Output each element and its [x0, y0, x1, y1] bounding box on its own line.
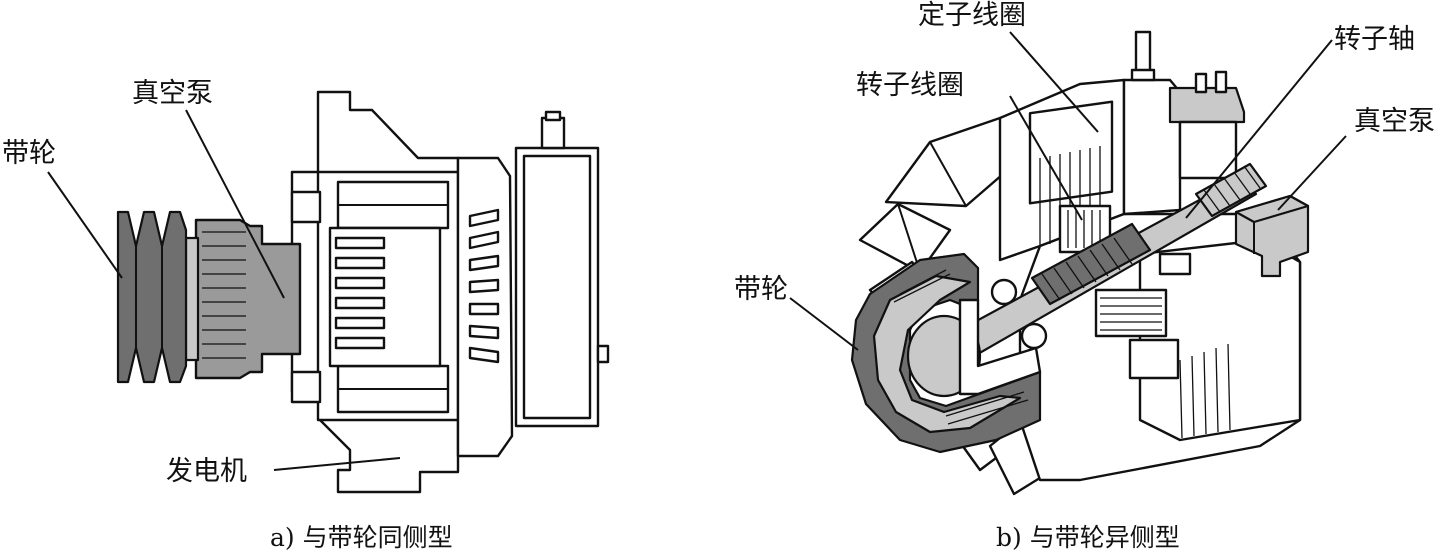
rear-shield-ribs — [468, 208, 500, 364]
label-pulley-a: 带轮 — [2, 138, 56, 169]
panel-b-diagram: 定子线圈 转子线圈 转子轴 真空泵 带轮 b) 与带轮异侧型 — [734, 0, 1435, 552]
caption-b: b) 与带轮异侧型 — [996, 523, 1180, 552]
label-rotor-coil: 转子线圈 — [856, 70, 964, 101]
leader-generator — [273, 457, 401, 471]
caption-a: a) 与带轮同侧型 — [270, 523, 453, 552]
leader-stator-coil — [1009, 31, 1099, 133]
label-pulley-b: 带轮 — [734, 274, 788, 305]
pulley-a — [116, 210, 188, 384]
leader-vacuum-pump-a — [185, 109, 285, 299]
pulley-b — [850, 252, 1042, 454]
vacuum-pump-a — [184, 218, 302, 380]
label-generator: 发电机 — [166, 456, 247, 487]
leader-rotor-shaft — [1185, 39, 1333, 219]
leader-rotor-coil — [1009, 95, 1083, 221]
leader-pulley-a — [47, 171, 123, 279]
label-rotor-shaft: 转子轴 — [1334, 24, 1415, 55]
label-vacuum-pump-a: 真空泵 — [132, 78, 213, 109]
leader-vacuum-pump-b — [1277, 135, 1347, 211]
vacuum-pump-b — [1234, 194, 1310, 278]
generator-housing — [290, 90, 610, 494]
label-stator-coil: 定子线圈 — [918, 0, 1026, 31]
label-vacuum-pump-b: 真空泵 — [1354, 106, 1435, 137]
panel-a-diagram: 带轮 真空泵 发电机 a) 与带轮同侧型 — [2, 78, 610, 552]
generator-vent-slots — [334, 236, 386, 350]
leader-pulley-b — [789, 297, 859, 351]
